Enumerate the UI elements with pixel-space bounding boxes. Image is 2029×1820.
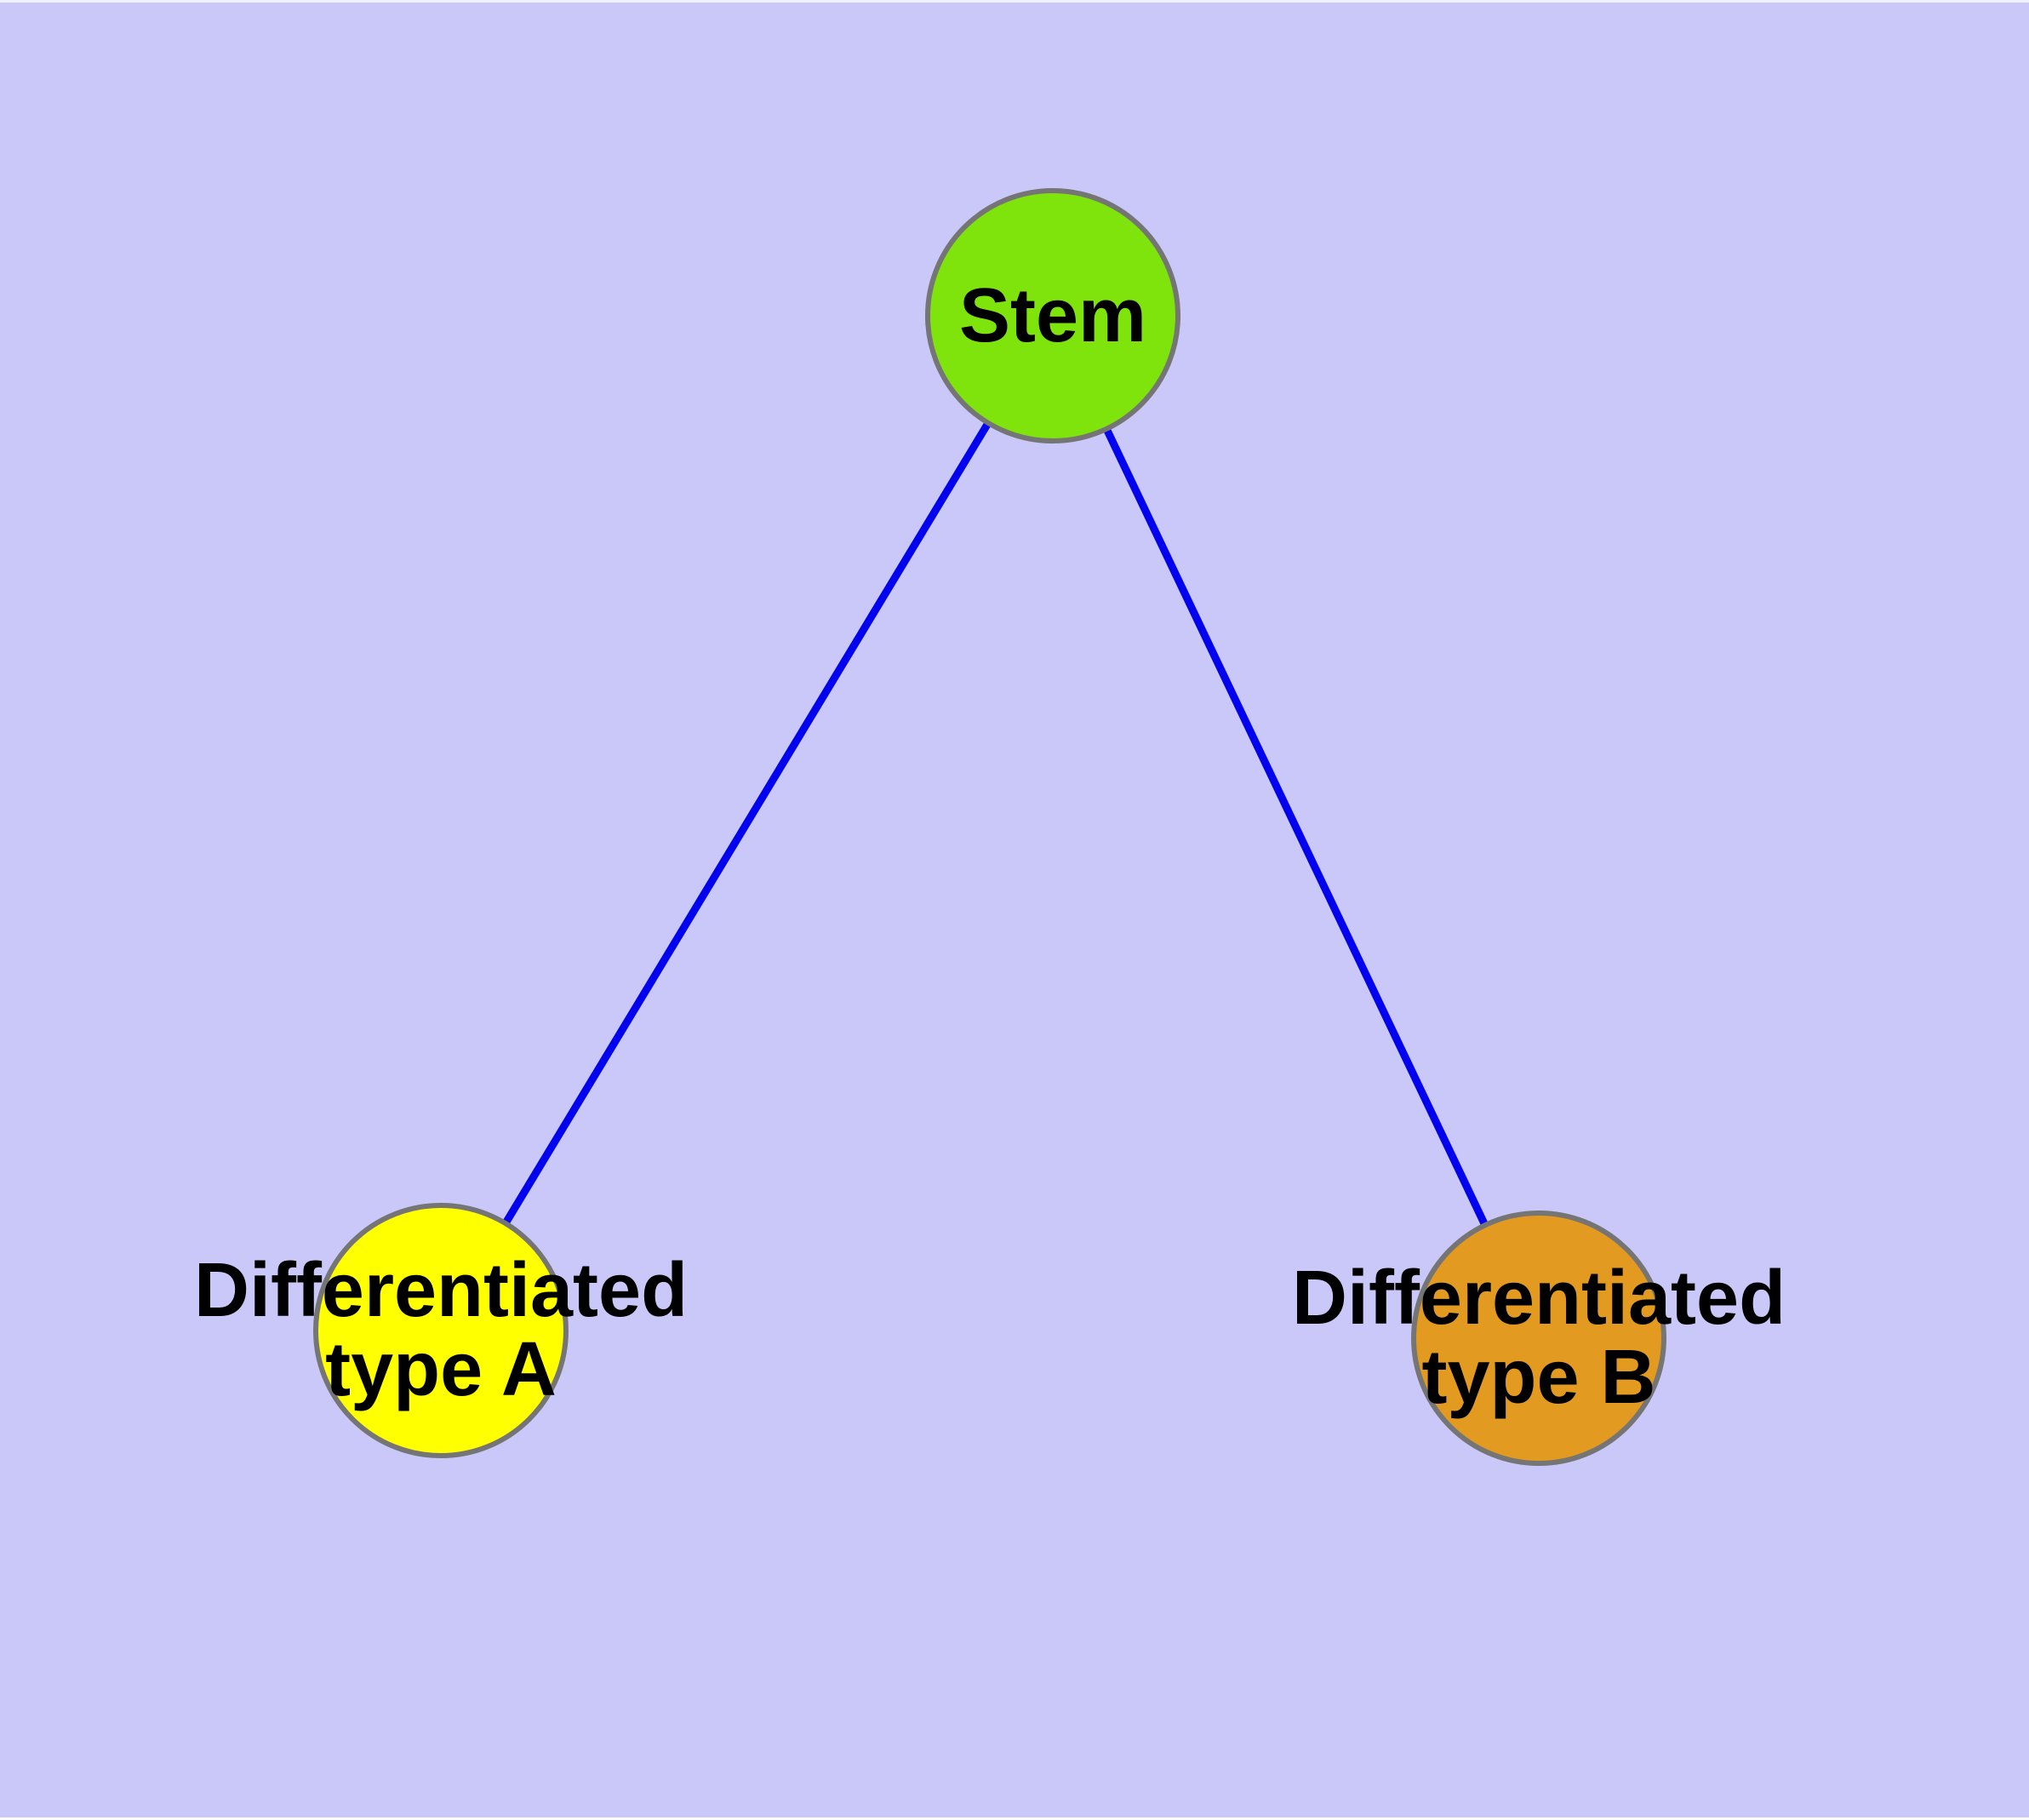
- node-stem-label: Stem: [958, 272, 1147, 358]
- node-differentiated-type-b-label: Differentiated type B: [1291, 1256, 1786, 1420]
- node-differentiated-type-a-label: Differentiated type A: [193, 1248, 689, 1412]
- node-differentiated-type-b: Differentiated type B: [1292, 1210, 1786, 1466]
- node-differentiated-type-a: Differentiated type A: [194, 1203, 688, 1458]
- node-stem: Stem: [925, 188, 1180, 444]
- edge-stem-to-type-a: [437, 313, 1056, 1333]
- edge-stem-to-type-b: [1049, 314, 1543, 1340]
